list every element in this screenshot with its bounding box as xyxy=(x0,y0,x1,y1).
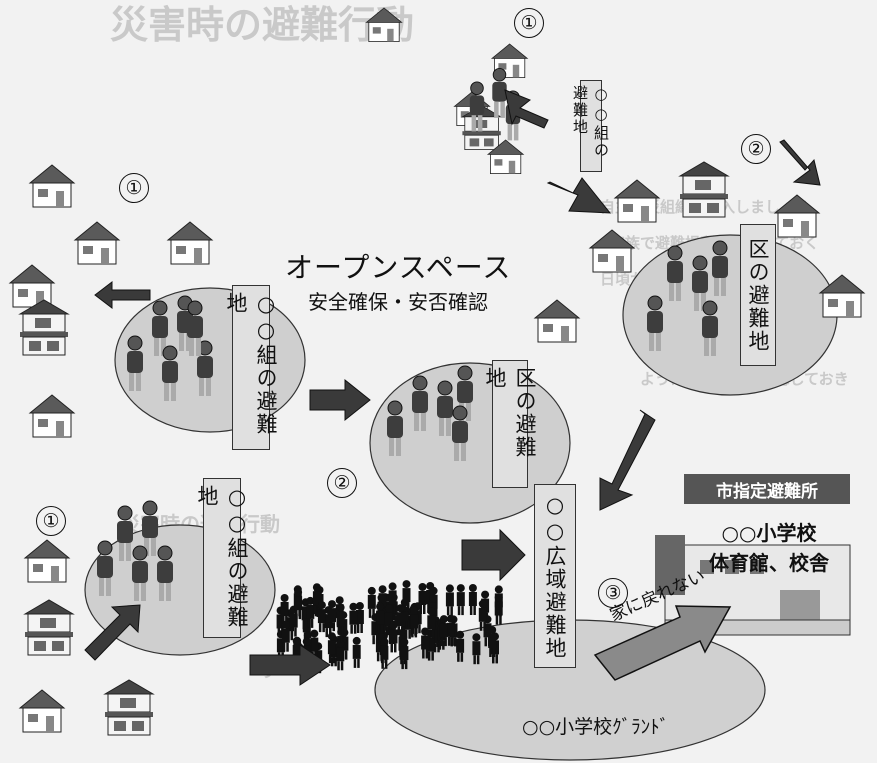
crowd-person xyxy=(336,639,345,671)
shelter-line-1: ○○小学校 xyxy=(721,521,817,545)
step-number-top: ① xyxy=(514,8,544,38)
crowd-person xyxy=(418,583,427,614)
crowd-person xyxy=(349,602,358,634)
step-number-ward-center: ② xyxy=(327,468,357,498)
group-evac-label-left: ○○組の避難地 xyxy=(224,285,278,450)
cannot-return-arrow xyxy=(593,605,732,681)
crowd-person xyxy=(367,586,376,618)
crowd-person xyxy=(478,599,487,631)
crowd-person xyxy=(468,584,477,615)
group-evac-label-bottom: ○○組の避難地 xyxy=(195,478,249,638)
step-number-wide: ③ xyxy=(598,578,628,608)
open-space-subtitle: 安全確保・安否確認 xyxy=(308,290,488,314)
crowd-person xyxy=(456,584,465,616)
crowd-person xyxy=(294,588,303,620)
crowd-person xyxy=(445,584,454,616)
ward-evac-label-right: 区の避難地 xyxy=(740,224,776,366)
group-evac-label-top: ○○組の避難地 xyxy=(571,80,610,172)
crowd-person xyxy=(317,601,326,633)
crowd-person xyxy=(380,637,389,669)
school-ground-label: ○○小学校ｸﾞﾗﾝﾄﾞ xyxy=(522,716,670,738)
crowd-person xyxy=(281,620,290,652)
background-title-fragment: 災害時の避難行動 xyxy=(110,3,415,47)
step-number-left: ① xyxy=(119,173,149,203)
evacuation-arrows xyxy=(84,89,821,686)
crowd-person xyxy=(389,621,398,653)
designated-shelter-tag: 市指定避難所 xyxy=(684,474,850,504)
step-number-bottom-left: ① xyxy=(36,506,66,536)
open-space-title: オープンスペース xyxy=(285,251,512,284)
shelter-line-2: 体育館、校舎 xyxy=(709,551,829,575)
crowd-person xyxy=(352,636,361,668)
people-group-bottom xyxy=(96,500,174,602)
ward-evac-label-center: 区の避難地 xyxy=(483,360,537,488)
designated-shelter-name: ○○小学校 体育館、校舎 xyxy=(684,518,854,578)
crowd-person xyxy=(494,593,503,625)
step-number-ward-right: ② xyxy=(741,134,771,164)
wide-area-evac-label: ○○広域避難地 xyxy=(534,484,576,668)
